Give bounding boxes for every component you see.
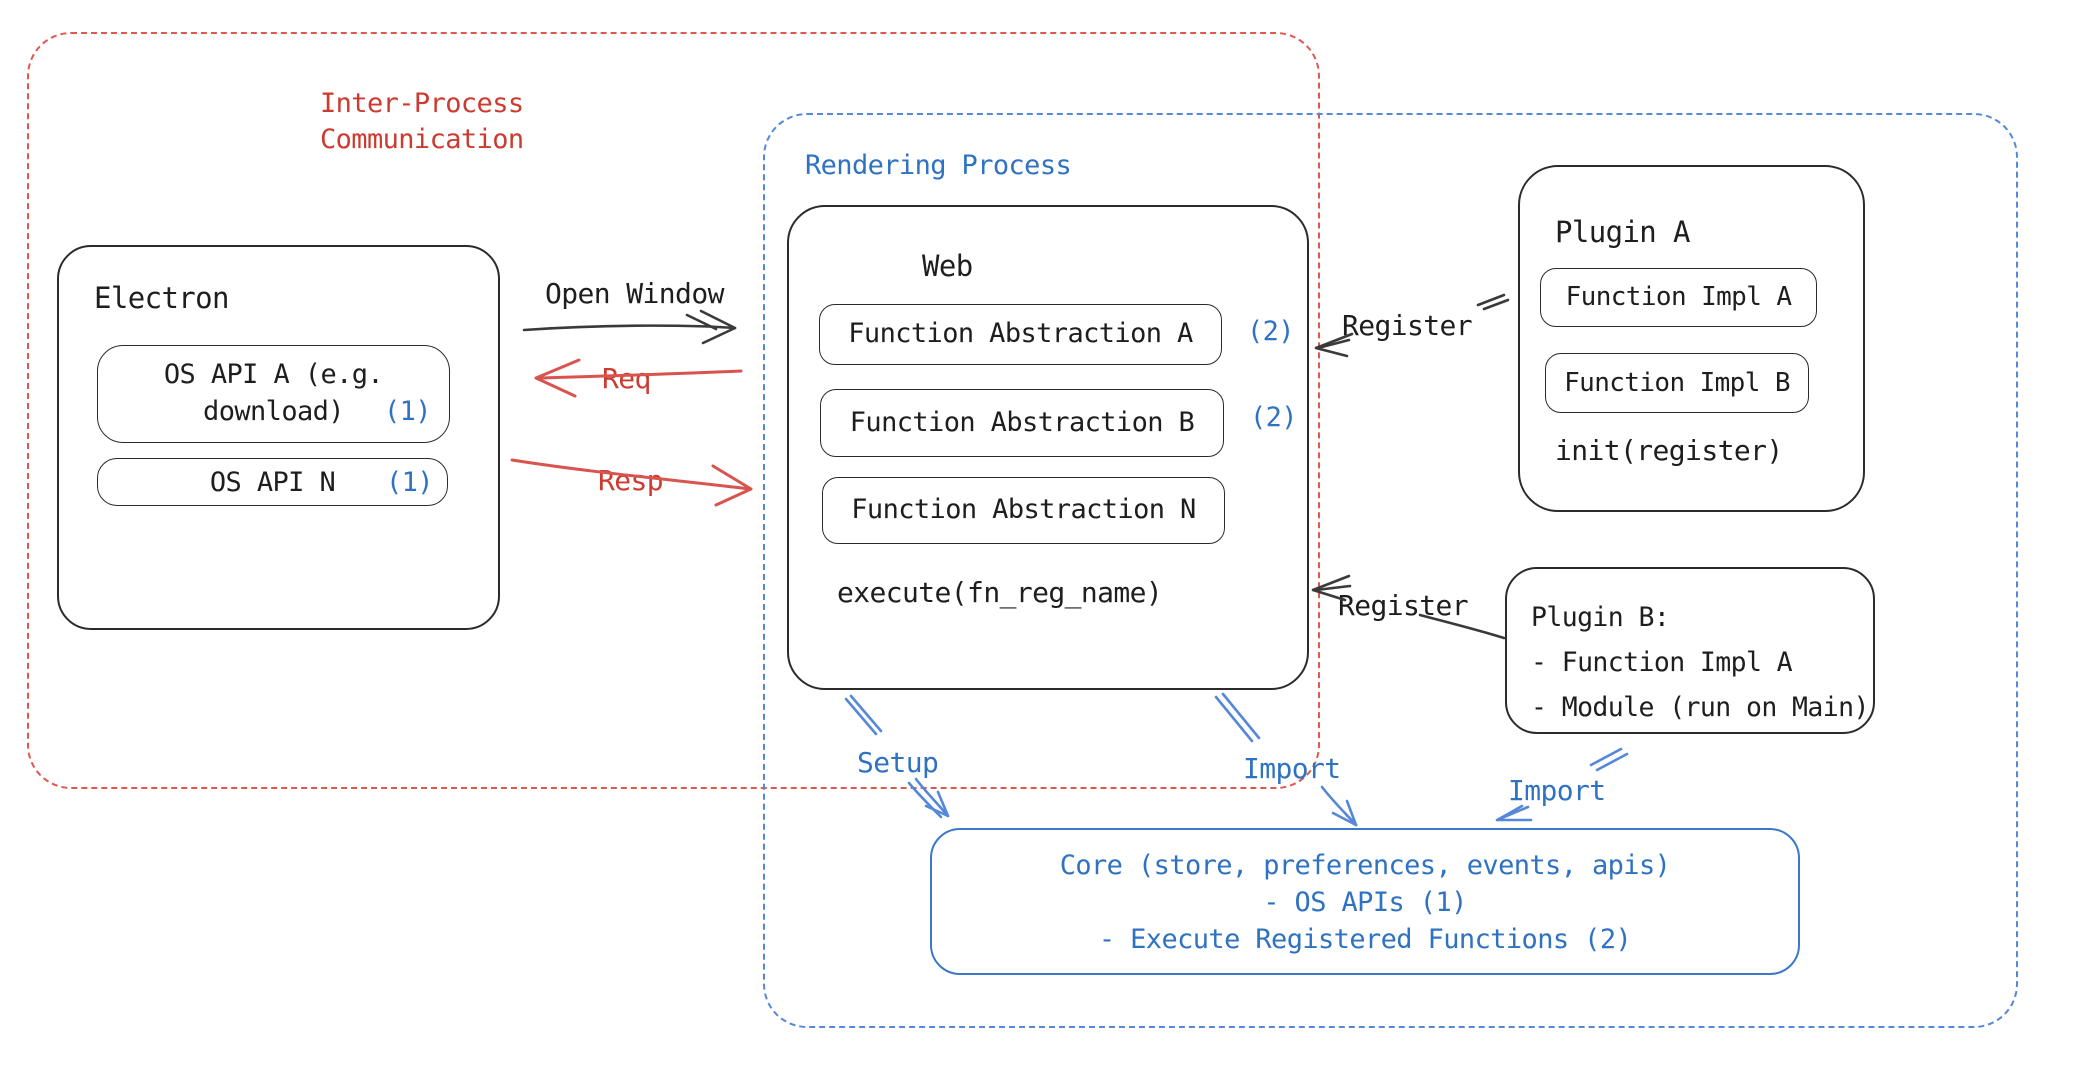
core-box: Core (store, preferences, events, apis) -… (930, 828, 1800, 975)
os-api-a-label-line2: download) (203, 396, 345, 427)
core-line2: - OS APIs (1) (1263, 887, 1467, 918)
execute-label: execute(fn_reg_name) (837, 576, 1163, 609)
fn-abstraction-b-box: Function Abstraction B (820, 389, 1224, 457)
resp-label: Resp (592, 463, 670, 499)
plugin-a-title: Plugin A (1555, 215, 1690, 249)
rendering-dashed-container (763, 113, 2018, 1028)
electron-box: Electron OS API A (e.g. download) (1) OS… (57, 245, 500, 630)
fn-impl-a-label: Function Impl A (1565, 282, 1792, 312)
fn-abstraction-b-ref: (2) (1250, 402, 1298, 433)
plugin-a-init-label: init(register) (1555, 434, 1783, 467)
plugin-b-line2: - Function Impl A (1531, 647, 1793, 678)
fn-abstraction-b-label: Function Abstraction B (849, 407, 1195, 438)
import-web-label: Import (1243, 752, 1341, 785)
plugin-a-box: Plugin A Function Impl A Function Impl B… (1518, 165, 1865, 512)
plugin-b-text: Plugin B: - Function Impl A - Module (run … (1531, 595, 1869, 730)
ipc-label-line2: Communication (320, 124, 524, 155)
fn-abstraction-a-box: Function Abstraction A (819, 304, 1222, 365)
fn-abstraction-a-ref: (2) (1247, 316, 1295, 347)
fn-impl-b-box: Function Impl B (1545, 353, 1809, 413)
ipc-dashed-container (27, 32, 1320, 789)
os-api-n-ref: (1) (386, 467, 434, 498)
os-api-a-ref: (1) (384, 396, 432, 427)
fn-abstraction-a-label: Function Abstraction A (848, 318, 1193, 349)
ipc-label-line1: Inter-Process (320, 88, 524, 119)
register-plugin-b-label: Register (1338, 589, 1469, 622)
fn-impl-b-label: Function Impl B (1564, 368, 1790, 398)
core-text: Core (store, preferences, events, apis) -… (932, 847, 1798, 958)
setup-label: Setup (857, 746, 939, 779)
fn-abstraction-n-box: Function Abstraction N (822, 477, 1225, 544)
plugin-b-line3: - Module (run on Main) (1531, 692, 1869, 723)
core-line1: Core (store, preferences, events, apis) (1059, 850, 1671, 881)
import-plugin-b-label: Import (1508, 774, 1606, 807)
register-plugin-a-label: Register (1342, 309, 1473, 342)
plugin-b-box: Plugin B: - Function Impl A - Module (run … (1505, 567, 1875, 734)
os-api-n-label: OS API N (209, 467, 336, 498)
web-title: Web (922, 249, 973, 283)
fn-abstraction-n-label: Function Abstraction N (851, 494, 1196, 525)
core-line3: - Execute Registered Functions (2) (1098, 924, 1632, 955)
web-box: Web Function Abstraction A Function Abst… (787, 205, 1309, 690)
os-api-a-box: OS API A (e.g. download) (1) (97, 345, 450, 443)
fn-impl-a-box: Function Impl A (1540, 268, 1817, 327)
rendering-process-label: Rendering Process (805, 150, 1072, 181)
plugin-b-line1: Plugin B: (1531, 602, 1670, 633)
open-window-label: Open Window (545, 277, 724, 310)
req-label: Req (596, 361, 657, 397)
os-api-n-box: OS API N (1) (97, 458, 448, 506)
os-api-a-label-line1: OS API A (e.g. (163, 359, 384, 390)
electron-title: Electron (94, 281, 229, 315)
